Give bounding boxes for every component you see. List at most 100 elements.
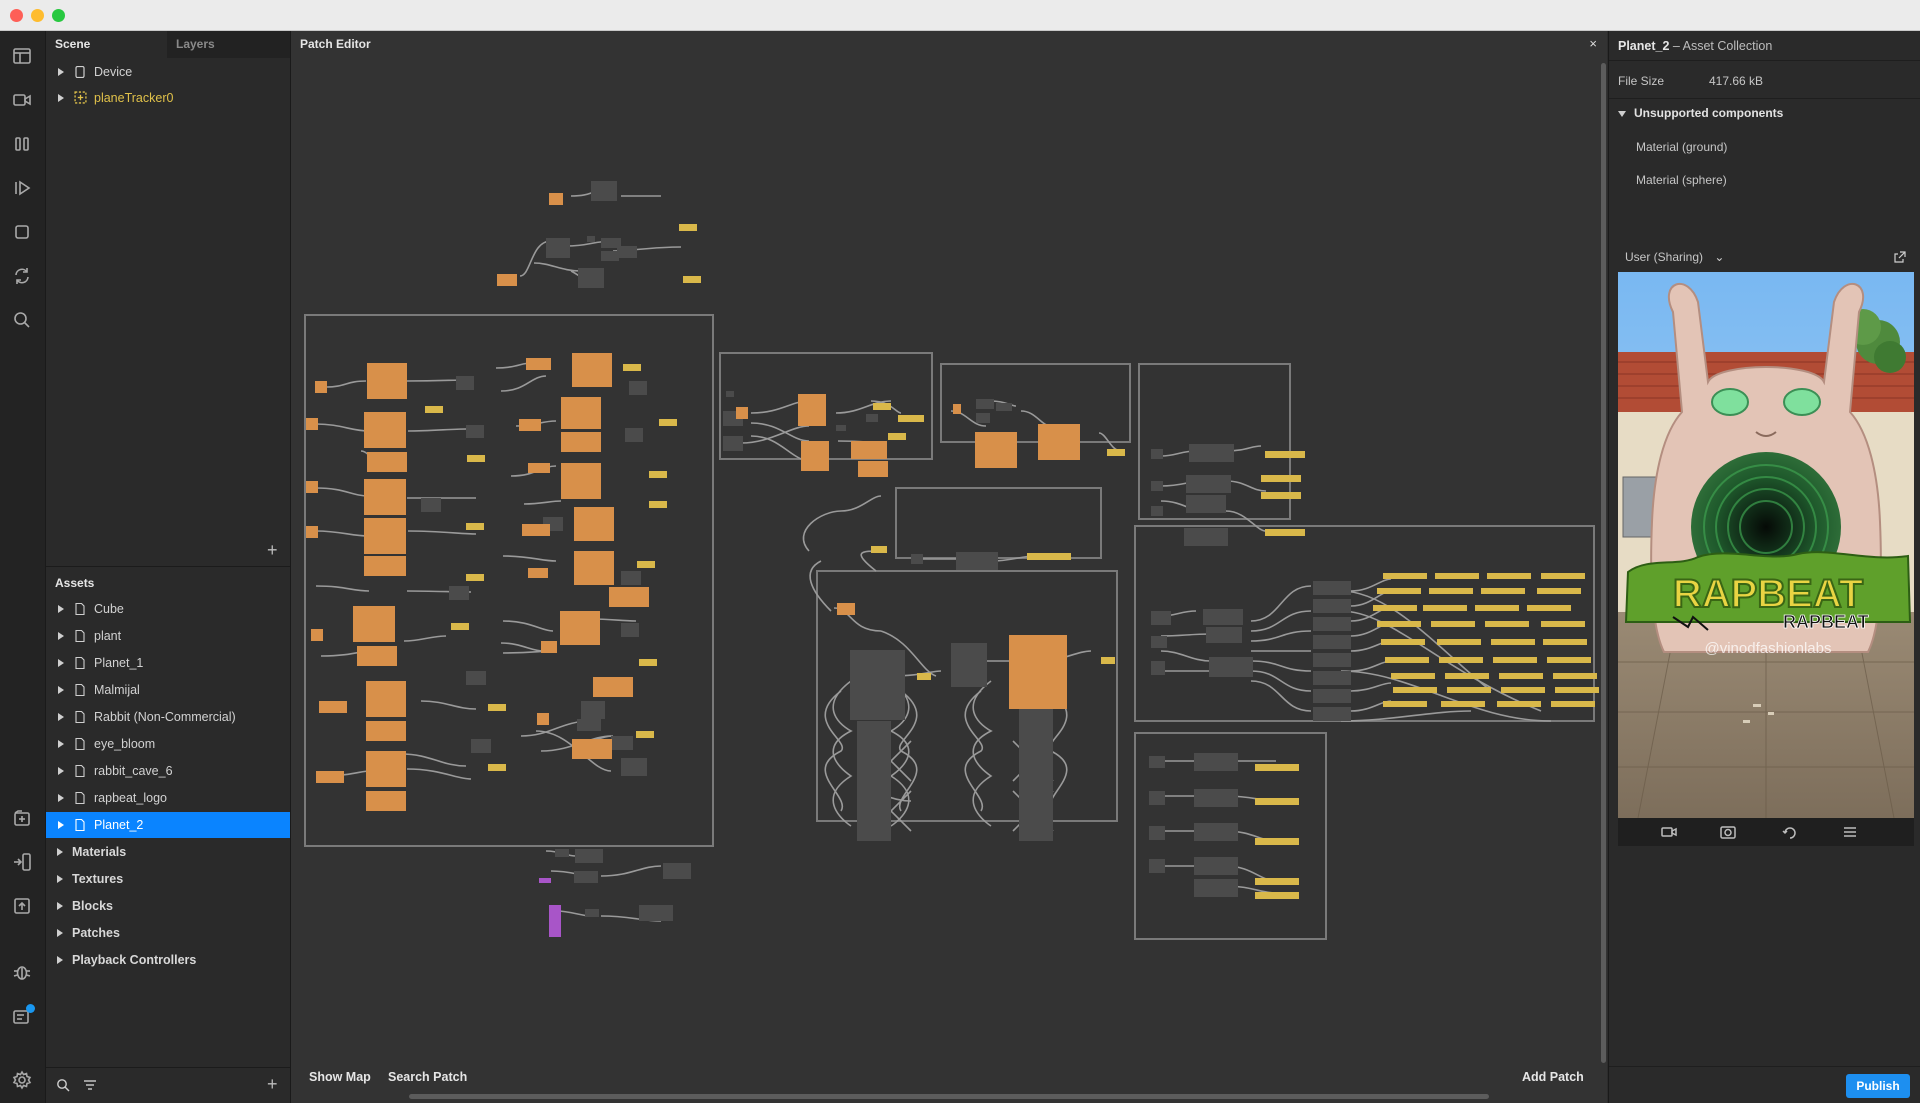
patch-node[interactable] [663, 863, 691, 879]
patch-node[interactable] [364, 556, 406, 576]
patch-node[interactable] [1009, 635, 1067, 709]
patch-node[interactable] [956, 552, 998, 570]
patch-output[interactable] [1107, 449, 1125, 456]
patch-node[interactable] [560, 611, 600, 645]
patch-node[interactable] [1151, 449, 1163, 459]
patch-node[interactable] [366, 721, 406, 741]
patch-node[interactable] [1194, 789, 1238, 807]
patch-node[interactable] [1151, 636, 1167, 648]
patch-node[interactable] [1019, 696, 1053, 841]
patch-node[interactable] [466, 425, 484, 438]
minimize-window-button[interactable] [31, 9, 44, 22]
patch-node[interactable] [528, 463, 550, 473]
patch-output[interactable] [871, 546, 887, 553]
video-icon[interactable] [9, 87, 35, 113]
add-patch-button[interactable]: Add Patch [1522, 1070, 1584, 1084]
patch-node[interactable] [625, 428, 643, 442]
patch-node[interactable] [466, 671, 486, 685]
scene-item-device[interactable]: Device [46, 59, 290, 85]
assets-group-patches[interactable]: Patches [46, 920, 290, 946]
expand-arrow-icon[interactable] [58, 767, 64, 775]
patch-output[interactable] [873, 403, 891, 410]
patch-node[interactable] [1194, 879, 1238, 897]
add-asset-button[interactable]: + [267, 1074, 278, 1094]
asset-item[interactable]: plant [46, 623, 290, 649]
patch-node[interactable] [366, 791, 406, 811]
simulator-preview[interactable]: RAPBEAT RAPBEAT @vinodfashionlabs [1618, 272, 1914, 818]
patch-node[interactable] [528, 568, 548, 578]
tab-layers[interactable]: Layers [176, 37, 215, 51]
patch-node[interactable] [539, 878, 551, 883]
patch-output[interactable] [898, 415, 924, 422]
expand-arrow-icon[interactable] [58, 713, 64, 721]
patch-node[interactable] [574, 871, 598, 883]
patch-node[interactable] [621, 571, 641, 585]
patch-node[interactable] [723, 436, 743, 451]
patch-output[interactable] [466, 523, 484, 530]
patch-node[interactable] [621, 758, 647, 776]
patch-graph-canvas[interactable] [291, 31, 1607, 1103]
patch-node[interactable] [1186, 495, 1226, 513]
patch-node[interactable] [522, 524, 550, 536]
patch-group-frame[interactable] [816, 570, 1118, 822]
patch-output[interactable] [649, 501, 667, 508]
patch-output[interactable] [1255, 838, 1299, 845]
asset-item-selected[interactable]: Planet_2 [46, 812, 290, 838]
layout-icon[interactable] [9, 43, 35, 69]
patch-output[interactable] [888, 433, 906, 440]
patch-node[interactable] [541, 641, 557, 653]
patch-node[interactable] [837, 603, 855, 615]
patch-node[interactable] [366, 681, 406, 717]
patch-node[interactable] [1313, 581, 1351, 595]
patch-node[interactable] [1203, 609, 1243, 625]
patch-node[interactable] [1313, 635, 1351, 649]
expand-arrow-icon[interactable] [58, 740, 64, 748]
patch-node[interactable] [306, 526, 318, 538]
patch-node[interactable] [953, 404, 961, 414]
close-icon[interactable]: × [1589, 36, 1597, 51]
patch-node[interactable] [593, 677, 633, 697]
patch-node[interactable] [1313, 707, 1351, 721]
patch-node[interactable] [1313, 689, 1351, 703]
patch-node[interactable] [1194, 753, 1238, 771]
close-window-button[interactable] [10, 9, 23, 22]
patch-output[interactable] [683, 276, 701, 283]
patch-node[interactable] [1149, 791, 1165, 805]
refresh-icon[interactable] [9, 263, 35, 289]
patch-output[interactable] [425, 406, 443, 413]
patch-node[interactable] [976, 413, 990, 423]
patch-node[interactable] [1184, 528, 1228, 546]
search-patch-button[interactable]: Search Patch [388, 1070, 468, 1084]
tab-scene[interactable]: Scene [46, 31, 167, 58]
preview-user-select[interactable]: User (Sharing) ⌄ [1625, 250, 1724, 264]
patch-node[interactable] [801, 441, 829, 471]
patch-node[interactable] [306, 481, 318, 493]
patch-output[interactable] [1261, 475, 1301, 482]
assets-group-textures[interactable]: Textures [46, 866, 290, 892]
patch-node[interactable] [851, 441, 887, 459]
patch-output[interactable] [488, 704, 506, 711]
send-to-device-icon[interactable] [9, 849, 35, 875]
import-icon[interactable] [9, 805, 35, 831]
assets-group-blocks[interactable]: Blocks [46, 893, 290, 919]
expand-arrow-icon[interactable] [57, 848, 63, 856]
patch-group-frame[interactable] [1134, 732, 1327, 940]
patch-output[interactable] [1255, 764, 1299, 771]
expand-arrow-icon[interactable] [58, 794, 64, 802]
expand-arrow-icon[interactable] [58, 605, 64, 613]
patch-node[interactable] [850, 650, 905, 720]
patch-node[interactable] [421, 498, 441, 512]
patch-output[interactable] [659, 419, 677, 426]
patch-group-frame[interactable] [1134, 525, 1595, 722]
patch-port[interactable] [587, 236, 595, 242]
patch-node[interactable] [858, 461, 888, 477]
patch-port[interactable] [726, 391, 734, 397]
patch-node[interactable] [857, 721, 891, 841]
assets-group-materials[interactable]: Materials [46, 839, 290, 865]
patch-node[interactable] [574, 551, 614, 585]
add-scene-object-button[interactable]: + [267, 540, 278, 560]
patch-output[interactable] [1255, 798, 1299, 805]
switch-camera-icon[interactable] [1720, 825, 1736, 839]
video-icon[interactable] [1661, 825, 1677, 839]
settings-gear-icon[interactable] [9, 1067, 35, 1093]
